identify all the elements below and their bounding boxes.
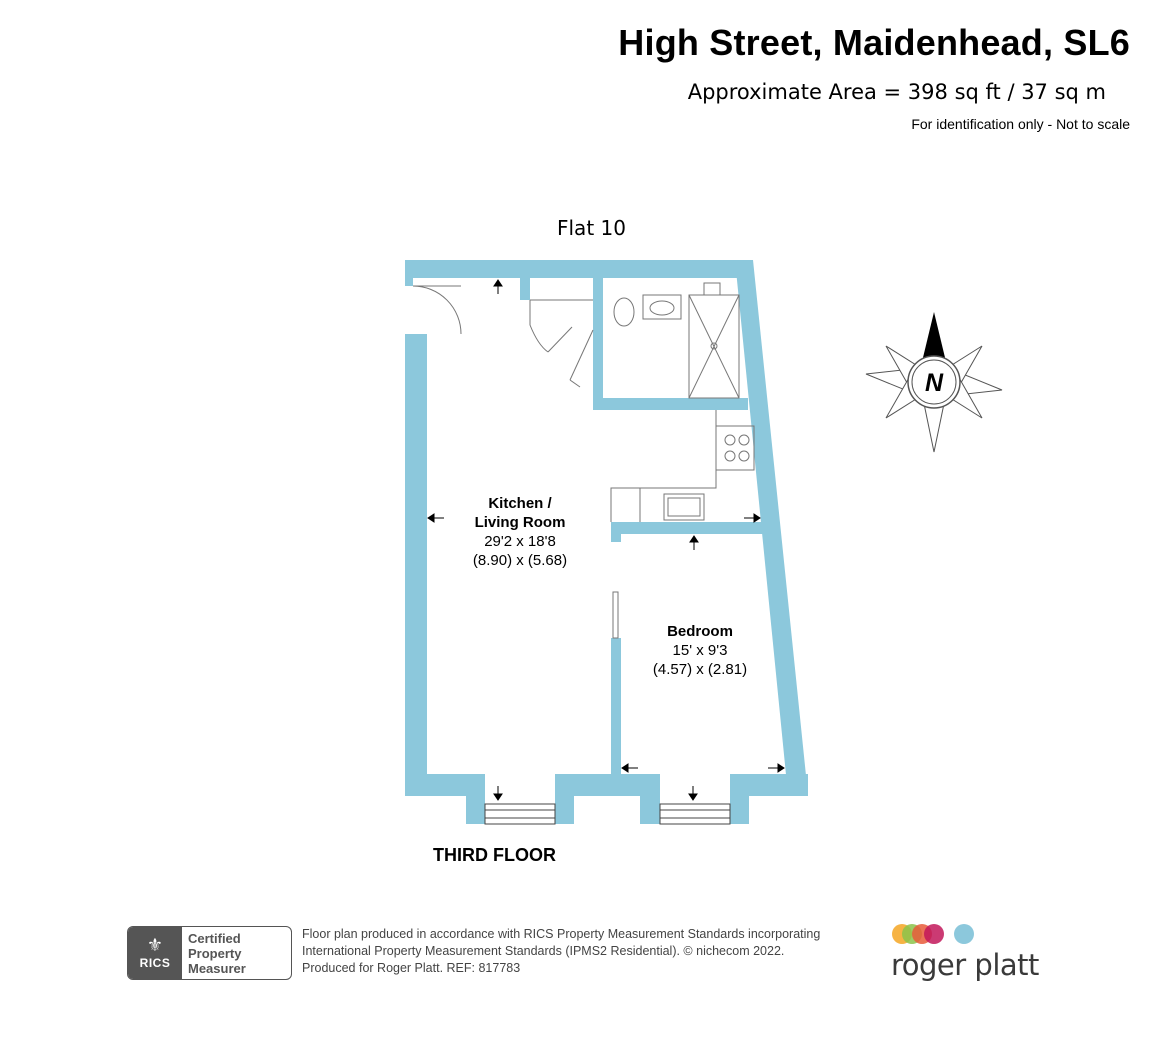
- bedroom-name: Bedroom: [667, 623, 733, 640]
- sliding-door: [612, 591, 619, 639]
- kitchen-name-2: Living Room: [474, 514, 566, 531]
- kitchen-counter: [610, 410, 717, 522]
- kitchen-dim-imperial: 29'2 x 18'8: [484, 533, 556, 550]
- fixtures: [412, 282, 755, 639]
- rics-line-3: Measurer: [188, 961, 246, 976]
- bedroom-dim-imperial: 15' x 9'3: [672, 642, 728, 659]
- bathroom-basin: [642, 294, 682, 320]
- bedroom-label: Bedroom 15' x 9'3 (4.57) x (2.81): [620, 622, 780, 679]
- footer-line-2: International Property Measurement Stand…: [302, 944, 785, 958]
- entry-door-swing: [412, 285, 462, 335]
- walls: [405, 260, 808, 824]
- flat-label: Flat 10: [557, 216, 626, 240]
- rics-logo: ⚜ RICS Certified Property Measurer: [127, 926, 292, 980]
- rics-word: RICS: [139, 956, 171, 970]
- rics-line-1: Certified: [188, 931, 241, 946]
- compass-rose-icon: [865, 312, 1003, 453]
- kitchen-name-1: Kitchen /: [488, 495, 552, 512]
- windows: [484, 803, 731, 825]
- window-bedroom: [659, 803, 731, 825]
- footer-disclaimer: Floor plan produced in accordance with R…: [302, 926, 820, 977]
- roger-platt-logo-dots: [892, 924, 974, 944]
- bath-door: [569, 329, 594, 381]
- rics-badge: ⚜ RICS: [128, 927, 182, 979]
- window-kitchen: [484, 803, 556, 825]
- kitchen-label: Kitchen / Living Room 29'2 x 18'8 (8.90)…: [440, 494, 600, 570]
- rics-certification: Certified Property Measurer: [182, 927, 291, 979]
- cupboard-door: [529, 300, 549, 353]
- kitchen-sink: [663, 493, 705, 521]
- measurement-arrows: [427, 279, 785, 801]
- rics-crest-icon: ⚜: [146, 935, 164, 955]
- area-text: Approximate Area = 398 sq ft / 37 sq m: [687, 80, 1106, 104]
- footer-line-3: Produced for Roger Platt. REF: 817783: [302, 961, 521, 975]
- hob: [715, 425, 755, 471]
- kitchen-dim-metric: (8.90) x (5.68): [472, 552, 568, 569]
- brand-name: roger platt: [891, 948, 1039, 982]
- bedroom-dim-metric: (4.57) x (2.81): [652, 661, 748, 678]
- page-title: High Street, Maidenhead, SL6: [618, 22, 1130, 63]
- scale-note: For identification only - Not to scale: [911, 116, 1130, 132]
- compass-label: N: [925, 369, 944, 397]
- floor-label: THIRD FLOOR: [433, 845, 556, 865]
- rics-line-2: Property: [188, 946, 242, 961]
- toilet: [613, 297, 635, 327]
- footer-line-1: Floor plan produced in accordance with R…: [302, 927, 821, 941]
